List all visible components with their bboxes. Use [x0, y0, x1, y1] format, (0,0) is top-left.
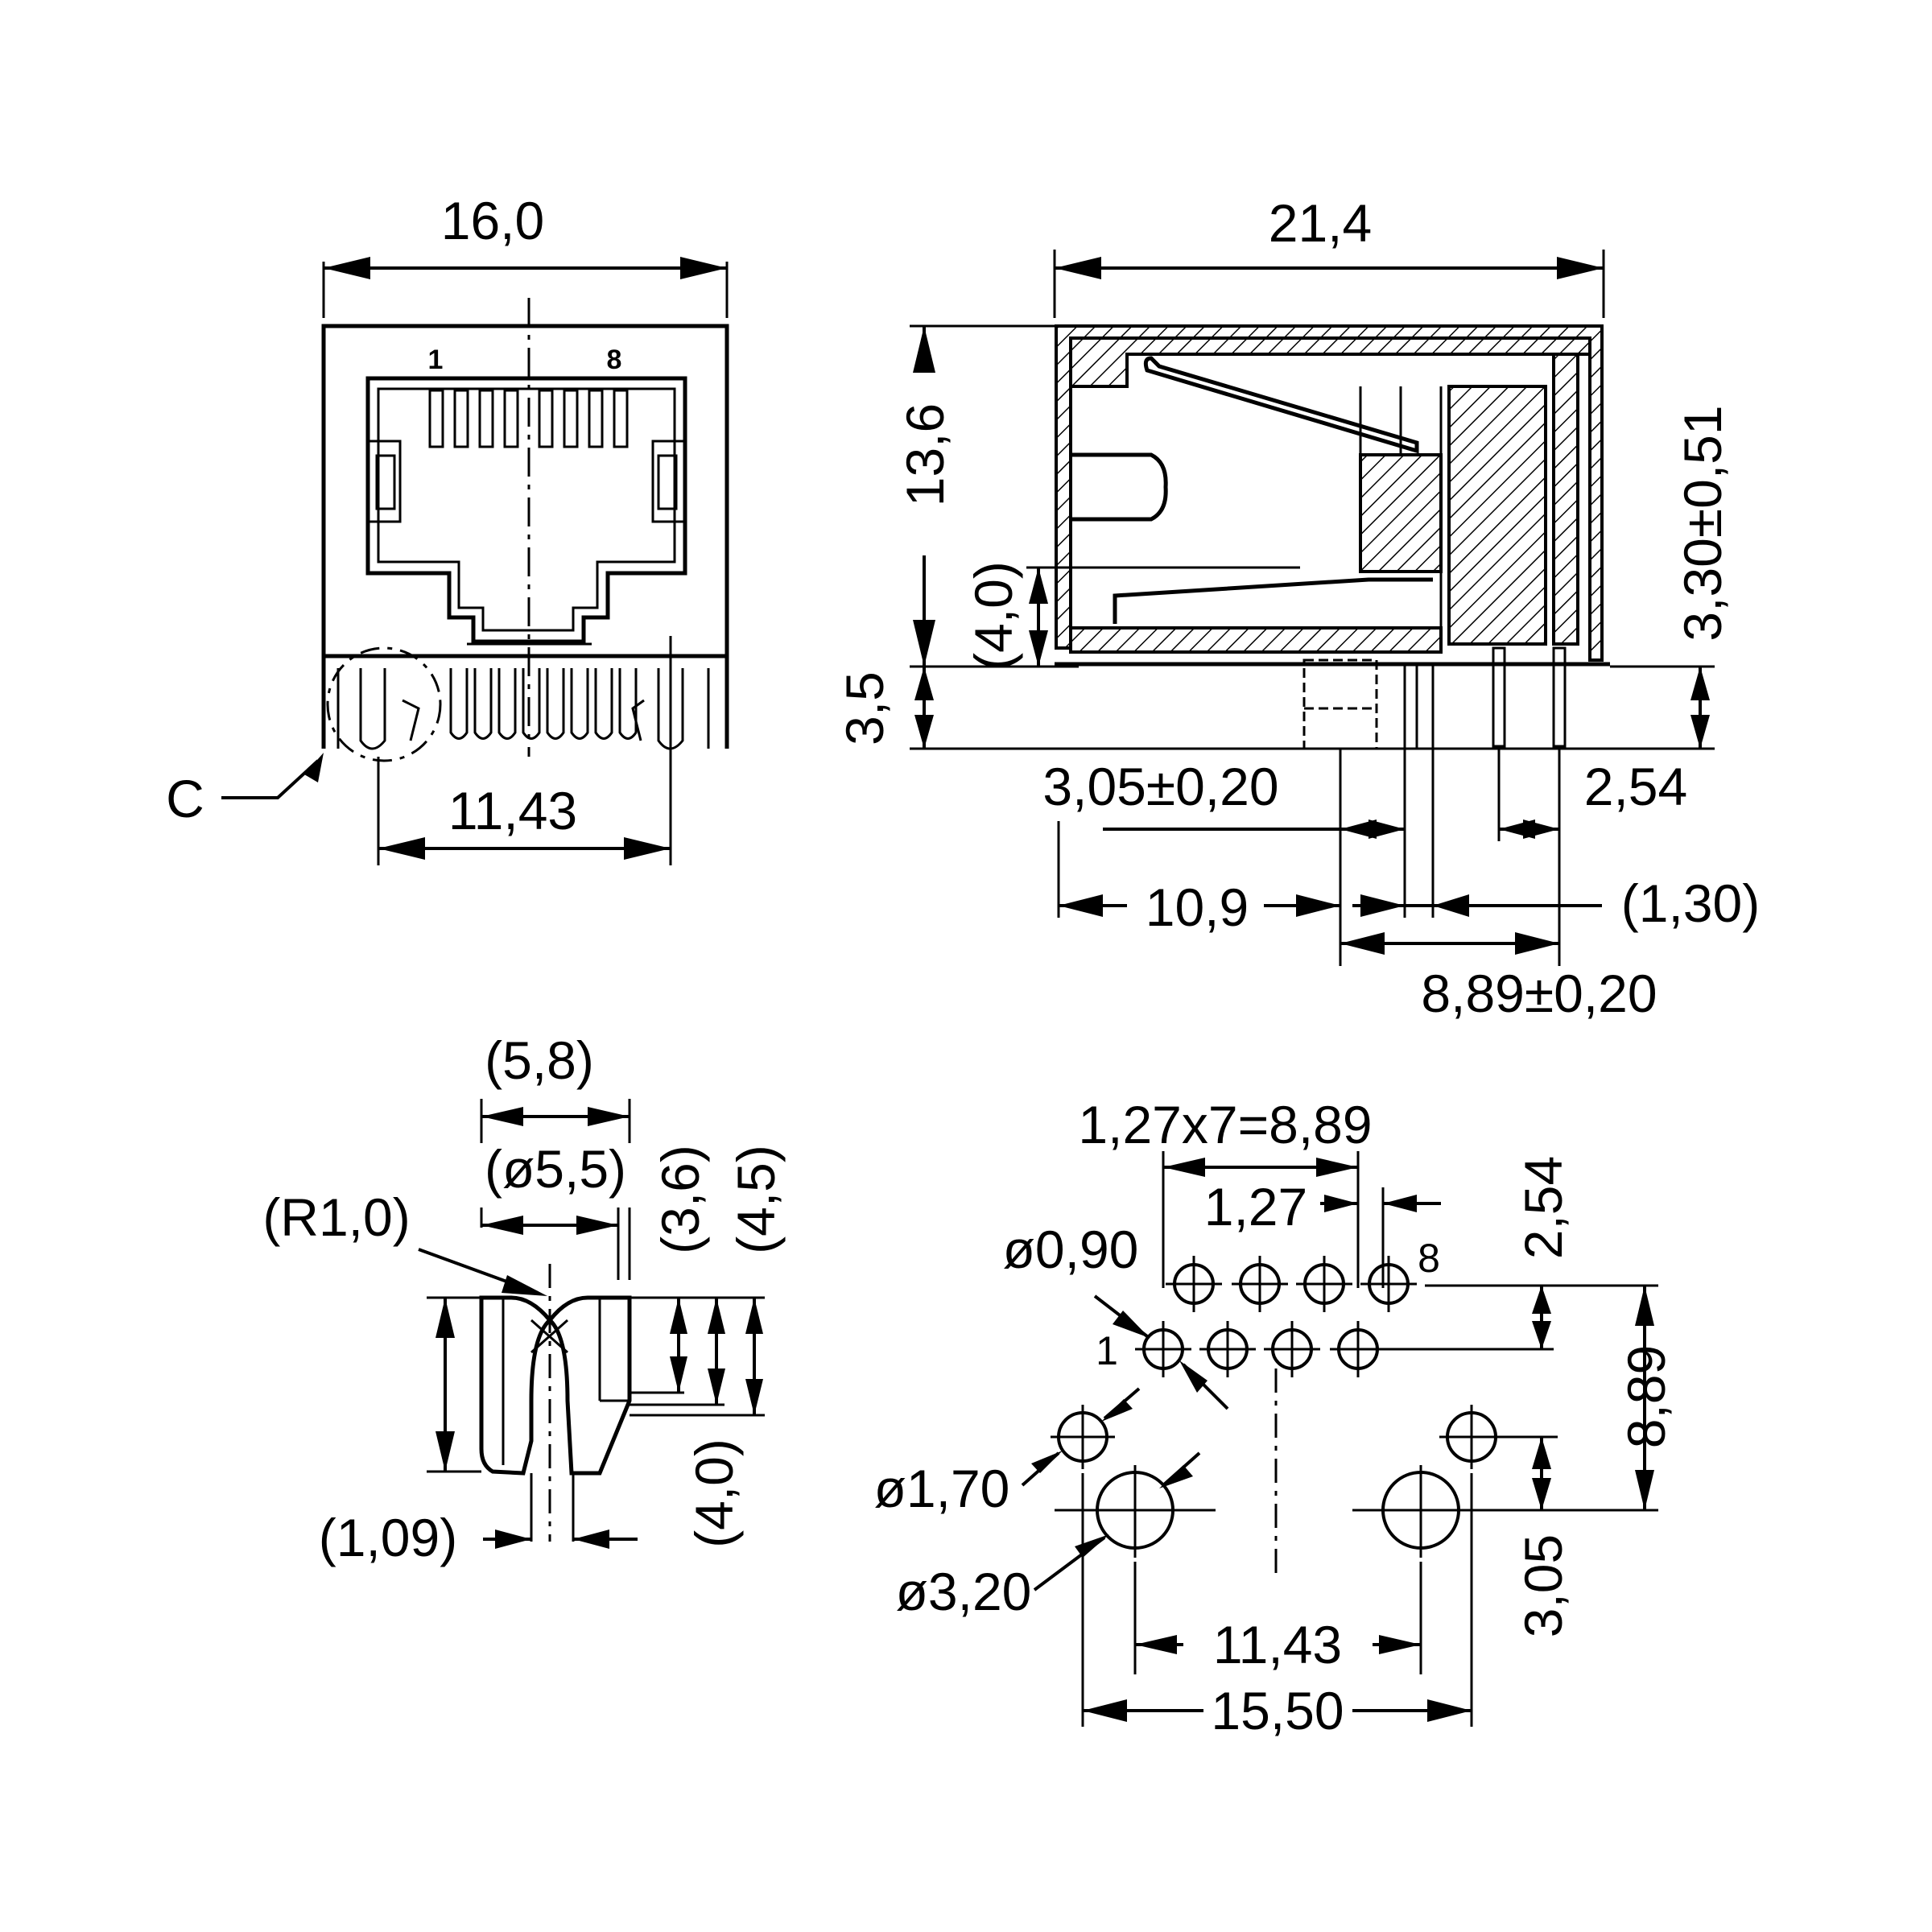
- front-view: 16,0 1 8: [166, 191, 729, 865]
- detail-radius-label: (R1,0): [262, 1187, 410, 1247]
- footprint: 1,27x7=8,89 1,27 8 1 ø0,90: [874, 1095, 1676, 1740]
- fp-pin-holes: [1135, 1256, 1417, 1377]
- front-pin-spacing-label: 11,43: [448, 781, 577, 840]
- fp-pin-hole-label: ø0,90: [1003, 1220, 1139, 1279]
- side-offset-a-label: 3,05±0,20: [1042, 757, 1278, 816]
- side-pins: [1302, 646, 1567, 750]
- fp-post-spacing-label: 11,43: [1213, 1615, 1342, 1674]
- side-view: 21,4: [835, 193, 1760, 1023]
- side-pitch-label: 2,54: [1584, 757, 1687, 816]
- fp-pin-8-label: 8: [1418, 1236, 1440, 1281]
- side-pin-length-label: 3,5: [835, 671, 894, 745]
- fp-pitch-total-label: 1,27x7=8,89: [1078, 1095, 1372, 1154]
- side-offset-c-label: (1,30): [1621, 873, 1760, 933]
- side-offset-b-label: 10,9: [1146, 877, 1249, 937]
- detail-width-label: (5,8): [485, 1030, 594, 1090]
- detail-h3-label: (4,0): [684, 1439, 744, 1548]
- detail-c-label: C: [166, 769, 204, 828]
- fp-led-hole-label: ø1,70: [874, 1459, 1010, 1518]
- front-pin-1-label: 1: [428, 345, 444, 375]
- front-width-label: 16,0: [441, 191, 544, 250]
- side-offset-d-label: 8,89±0,20: [1421, 964, 1657, 1023]
- front-pin-8-label: 8: [607, 345, 622, 375]
- side-length-label: 21,4: [1269, 193, 1372, 253]
- fp-height-b-label: 3,05: [1513, 1534, 1573, 1637]
- fp-led-holes: [1051, 1405, 1504, 1469]
- fp-pitch-label: 1,27: [1204, 1177, 1307, 1236]
- detail-view: (5,8) (ø5,5) (R1,0): [262, 1030, 786, 1567]
- detail-c-circle: [326, 646, 442, 762]
- fp-post-holes: [1055, 1465, 1658, 1558]
- fp-led-spacing-label: 15,50: [1211, 1681, 1344, 1740]
- fp-height-a-label: 8,89: [1616, 1345, 1676, 1448]
- detail-h1-label: (3,6): [650, 1145, 710, 1254]
- fp-pin-1-label: 1: [1096, 1328, 1118, 1373]
- detail-h2-label: (4,5): [726, 1145, 786, 1254]
- side-height-label: 13,6: [895, 403, 955, 506]
- front-pins: [336, 668, 710, 750]
- detail-diameter-label: (ø5,5): [485, 1139, 626, 1199]
- detail-slot-label: (1,09): [319, 1508, 457, 1567]
- side-led-height-label: 3,30±0,51: [1673, 405, 1732, 641]
- fp-post-hole-label: ø3,20: [896, 1562, 1032, 1621]
- side-inner-height-label: (4,0): [964, 561, 1023, 671]
- fp-row-spacing-label: 2,54: [1513, 1156, 1573, 1259]
- contact-row: [428, 389, 629, 448]
